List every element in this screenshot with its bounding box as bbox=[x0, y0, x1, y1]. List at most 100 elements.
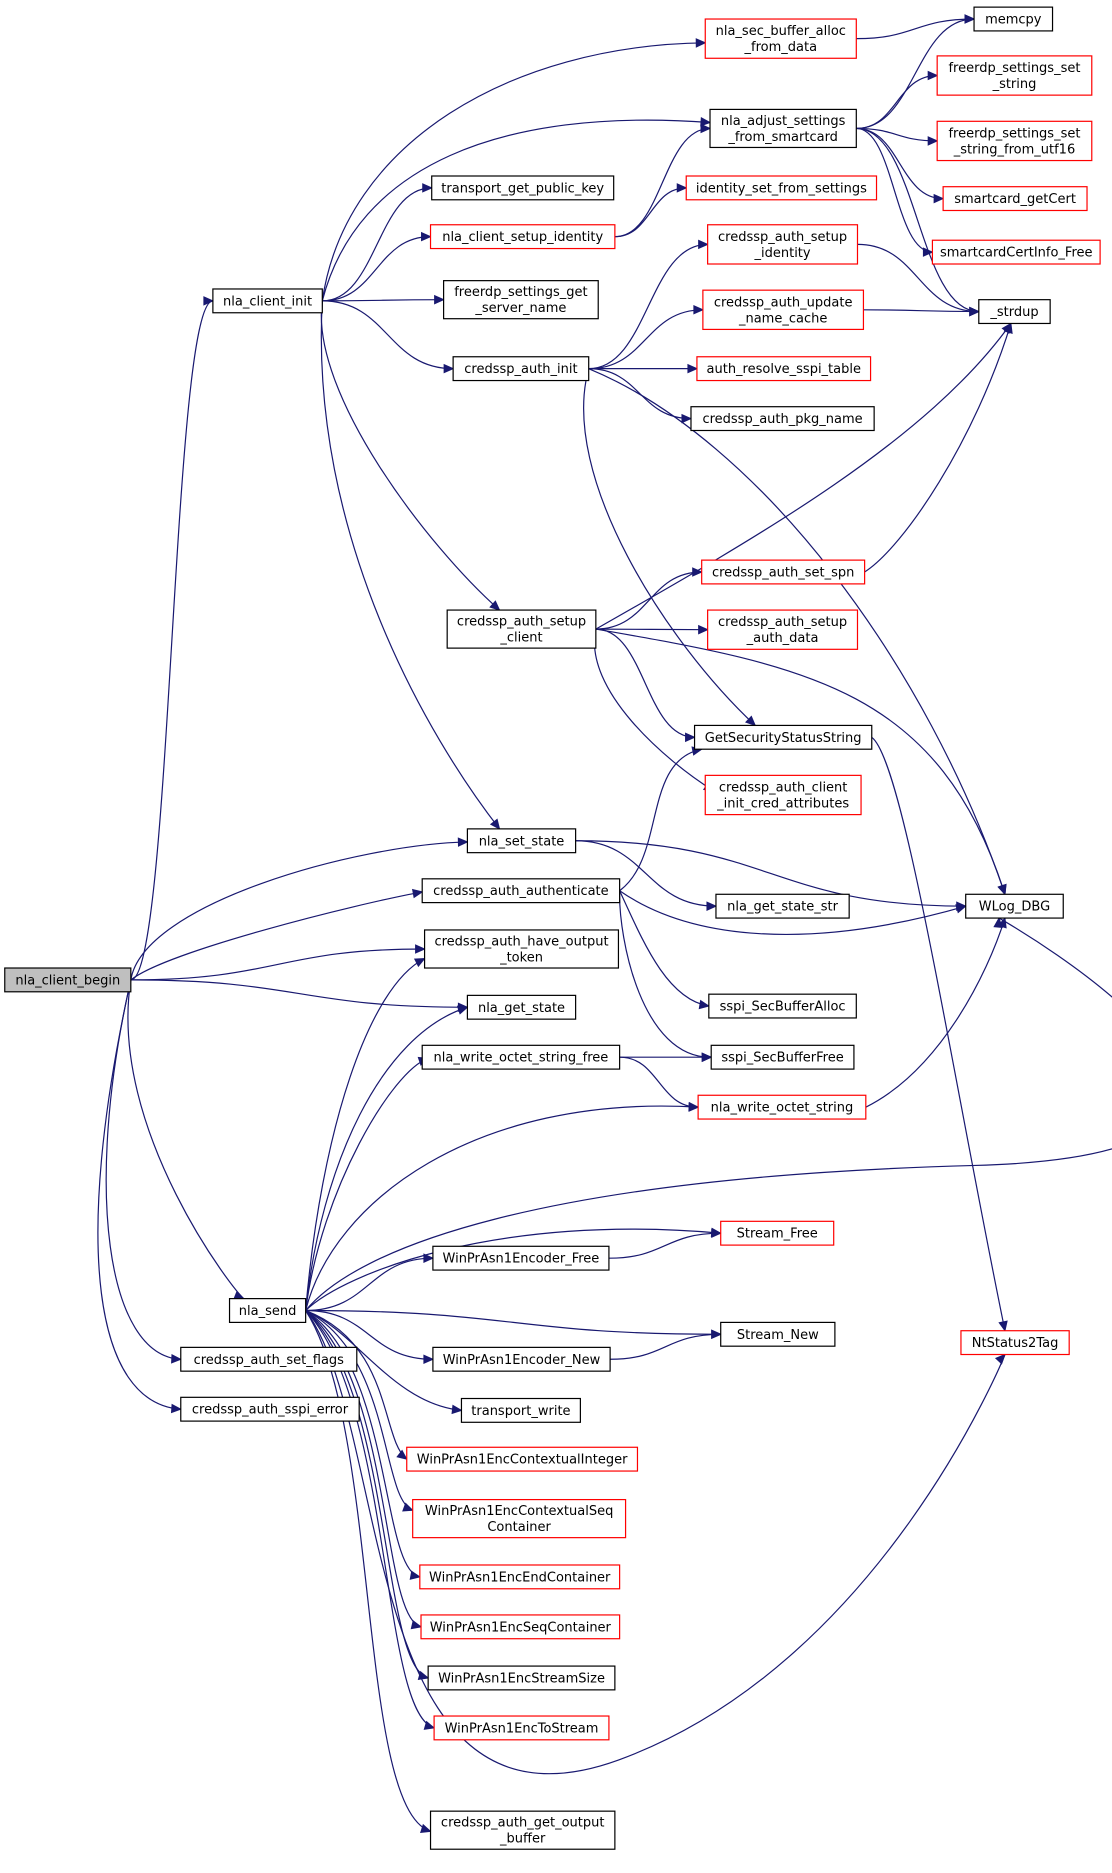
arrowhead-icon bbox=[993, 916, 1003, 928]
node-credssp_auth_set_spn[interactable]: credssp_auth_set_spn bbox=[701, 559, 866, 585]
node-nla_write_octet_string_free[interactable]: nla_write_octet_string_free bbox=[421, 1044, 621, 1070]
node-credssp_auth_setup_client[interactable]: credssp_auth_setup_client bbox=[446, 609, 597, 649]
node-identity_set_from_settings[interactable]: identity_set_from_settings bbox=[685, 175, 878, 201]
node-nla_client_setup_identity[interactable]: nla_client_setup_identity bbox=[429, 224, 616, 250]
node-credssp_auth_have_output_token[interactable]: credssp_auth_have_output_token bbox=[423, 929, 620, 969]
node-nla_set_state[interactable]: nla_set_state bbox=[466, 828, 577, 854]
node-box bbox=[443, 280, 599, 320]
node-nla_get_state_str[interactable]: nla_get_state_str bbox=[715, 893, 850, 919]
edge-nla_client_begin-to-credssp_auth_have_output_token bbox=[130, 944, 426, 981]
arrowhead-icon bbox=[927, 70, 939, 81]
node-freerdp_settings_set_string[interactable]: freerdp_settings_set_string bbox=[936, 55, 1093, 96]
edge-nla_client_begin-to-nla_get_state bbox=[130, 979, 469, 1013]
node-label: Stream_Free bbox=[737, 1227, 818, 1242]
node-nla_client_init[interactable]: nla_client_init bbox=[212, 288, 323, 314]
edge-line bbox=[619, 890, 966, 935]
node-freerdp_settings_get_server_name[interactable]: freerdp_settings_get_server_name bbox=[443, 280, 599, 320]
arrowhead-icon bbox=[171, 1354, 183, 1364]
node-label: GetSecurityStatusString bbox=[705, 731, 862, 746]
node-credssp_auth_sspi_error[interactable]: credssp_auth_sspi_error bbox=[180, 1396, 360, 1422]
node-WinPrAsn1EncSeqContainer[interactable]: WinPrAsn1EncSeqContainer bbox=[420, 1614, 621, 1640]
node-label: _from_data bbox=[744, 40, 818, 55]
node-WinPrAsn1EncStreamSize[interactable]: WinPrAsn1EncStreamSize bbox=[427, 1665, 616, 1691]
node-credssp_auth_setup_identity[interactable]: credssp_auth_setup_identity bbox=[707, 224, 859, 265]
node-WinPrAsn1Encoder_New[interactable]: WinPrAsn1Encoder_New bbox=[432, 1346, 611, 1372]
node-label: sspi_SecBufferAlloc bbox=[720, 1000, 846, 1015]
node-nla_write_octet_string[interactable]: nla_write_octet_string bbox=[697, 1094, 867, 1120]
edge-line bbox=[593, 628, 714, 792]
node-box bbox=[697, 1094, 867, 1120]
edge-line bbox=[305, 1057, 429, 1311]
node-credssp_auth_pkg_name[interactable]: credssp_auth_pkg_name bbox=[690, 406, 875, 432]
node-box bbox=[710, 1044, 855, 1070]
node-GetSecurityStatusString[interactable]: GetSecurityStatusString bbox=[693, 724, 873, 750]
node-transport_get_public_key[interactable]: transport_get_public_key bbox=[431, 175, 615, 201]
edge-line bbox=[130, 891, 423, 981]
arrowhead-icon bbox=[203, 296, 215, 306]
node-WinPrAsn1Encoder_Free[interactable]: WinPrAsn1Encoder_Free bbox=[432, 1245, 610, 1271]
node-smartcard_getCert[interactable]: smartcard_getCert bbox=[942, 186, 1088, 212]
node-freerdp_settings_set_string_from_utf16[interactable]: freerdp_settings_set_string_from_utf16 bbox=[936, 120, 1093, 162]
node-label: freerdp_settings_set bbox=[948, 61, 1080, 76]
node-auth_resolve_sspi_table[interactable]: auth_resolve_sspi_table bbox=[696, 356, 872, 382]
node-smartcardCertInfo_Free[interactable]: smartcardCertInfo_Free bbox=[931, 239, 1101, 265]
node-transport_write[interactable]: transport_write bbox=[460, 1397, 581, 1423]
arrowhead-icon bbox=[1003, 322, 1013, 334]
node-box bbox=[690, 406, 875, 432]
edge-credssp_auth_init-to-auth_resolve_sspi_table bbox=[588, 363, 699, 374]
nodes-layer: nla_client_beginnla_client_initnla_sendc… bbox=[4, 6, 1101, 1850]
node-label: freerdp_settings_set bbox=[948, 126, 1080, 141]
node-NtStatus2Tag[interactable]: NtStatus2Tag bbox=[960, 1330, 1070, 1356]
node-label: _client bbox=[499, 631, 542, 646]
node-credssp_auth_authenticate[interactable]: credssp_auth_authenticate bbox=[421, 878, 621, 904]
node-Stream_New[interactable]: Stream_New bbox=[720, 1321, 836, 1347]
node-memcpy[interactable]: memcpy bbox=[973, 6, 1054, 32]
arrowhead-icon bbox=[402, 1502, 414, 1512]
node-box bbox=[228, 1298, 307, 1323]
node-label: WinPrAsn1EncContextualSeq bbox=[425, 1504, 613, 1519]
edge-line bbox=[595, 571, 702, 630]
node-sspi_SecBufferAlloc[interactable]: sspi_SecBufferAlloc bbox=[708, 993, 857, 1019]
node-WinPrAsn1EncToStream[interactable]: WinPrAsn1EncToStream bbox=[433, 1715, 610, 1741]
node-credssp_auth_client_init_cred_attributes[interactable]: credssp_auth_client_init_cred_attributes bbox=[704, 774, 862, 816]
node-box bbox=[720, 1220, 835, 1246]
edge-nla_send-to-WinPrAsn1EncContextualInteger bbox=[305, 1309, 408, 1460]
edge-line bbox=[856, 127, 933, 253]
node-nla_adjust_settings_from_smartcard[interactable]: nla_adjust_settings_from_smartcard bbox=[709, 108, 857, 149]
node-label: _string bbox=[992, 77, 1037, 92]
edge-line bbox=[595, 628, 695, 738]
edge-line bbox=[614, 187, 687, 238]
node-sspi_SecBufferFree[interactable]: sspi_SecBufferFree bbox=[710, 1044, 855, 1070]
edge-credssp_auth_init-to-credssp_auth_pkg_name bbox=[588, 368, 693, 424]
arrowhead-icon bbox=[415, 944, 426, 954]
node-WLog_DBG[interactable]: WLog_DBG bbox=[965, 893, 1064, 919]
node-nla_sec_buffer_alloc_from_data[interactable]: nla_sec_buffer_alloc_from_data bbox=[704, 18, 857, 59]
node-credssp_auth_update_name_cache[interactable]: credssp_auth_update_name_cache bbox=[702, 289, 865, 331]
edge-credssp_auth_init-to-GetSecurityStatusString bbox=[583, 368, 757, 727]
edge-nla_write_octet_string_free-to-nla_write_octet_string bbox=[619, 1056, 700, 1112]
node-label: credssp_auth_sspi_error bbox=[192, 1403, 349, 1418]
edge-credssp_auth_set_spn-to-_strdup bbox=[864, 322, 1013, 573]
edge-credssp_auth_setup_client-to-credssp_auth_setup_auth_data bbox=[595, 624, 709, 635]
node-label: WinPrAsn1Encoder_Free bbox=[443, 1252, 600, 1267]
node-box bbox=[704, 774, 862, 816]
node-nla_client_begin[interactable]: nla_client_begin bbox=[4, 967, 132, 993]
node-credssp_auth_get_output_buffer[interactable]: credssp_auth_get_output_buffer bbox=[429, 1810, 616, 1850]
edge-credssp_auth_setup_client-to-WLog_DBG bbox=[595, 628, 1007, 896]
arrowhead-icon bbox=[423, 1720, 436, 1730]
node-box bbox=[421, 1044, 621, 1070]
arrowhead-icon bbox=[711, 1228, 722, 1238]
node-WinPrAsn1EncEndContainer[interactable]: WinPrAsn1EncEndContainer bbox=[419, 1564, 621, 1590]
node-credssp_auth_set_flags[interactable]: credssp_auth_set_flags bbox=[180, 1346, 358, 1372]
node-WinPrAsn1EncContextualInteger[interactable]: WinPrAsn1EncContextualInteger bbox=[406, 1446, 639, 1472]
node-credssp_auth_init[interactable]: credssp_auth_init bbox=[452, 356, 590, 382]
node-box bbox=[936, 55, 1093, 96]
node-label: _buffer bbox=[499, 1832, 546, 1847]
edge-line bbox=[863, 309, 979, 313]
node-credssp_auth_setup_auth_data[interactable]: credssp_auth_setup_auth_data bbox=[707, 609, 859, 650]
node-_strdup[interactable]: _strdup bbox=[978, 299, 1051, 325]
node-Stream_Free[interactable]: Stream_Free bbox=[720, 1220, 835, 1246]
node-nla_get_state[interactable]: nla_get_state bbox=[466, 994, 577, 1020]
node-nla_send[interactable]: nla_send bbox=[228, 1298, 307, 1323]
